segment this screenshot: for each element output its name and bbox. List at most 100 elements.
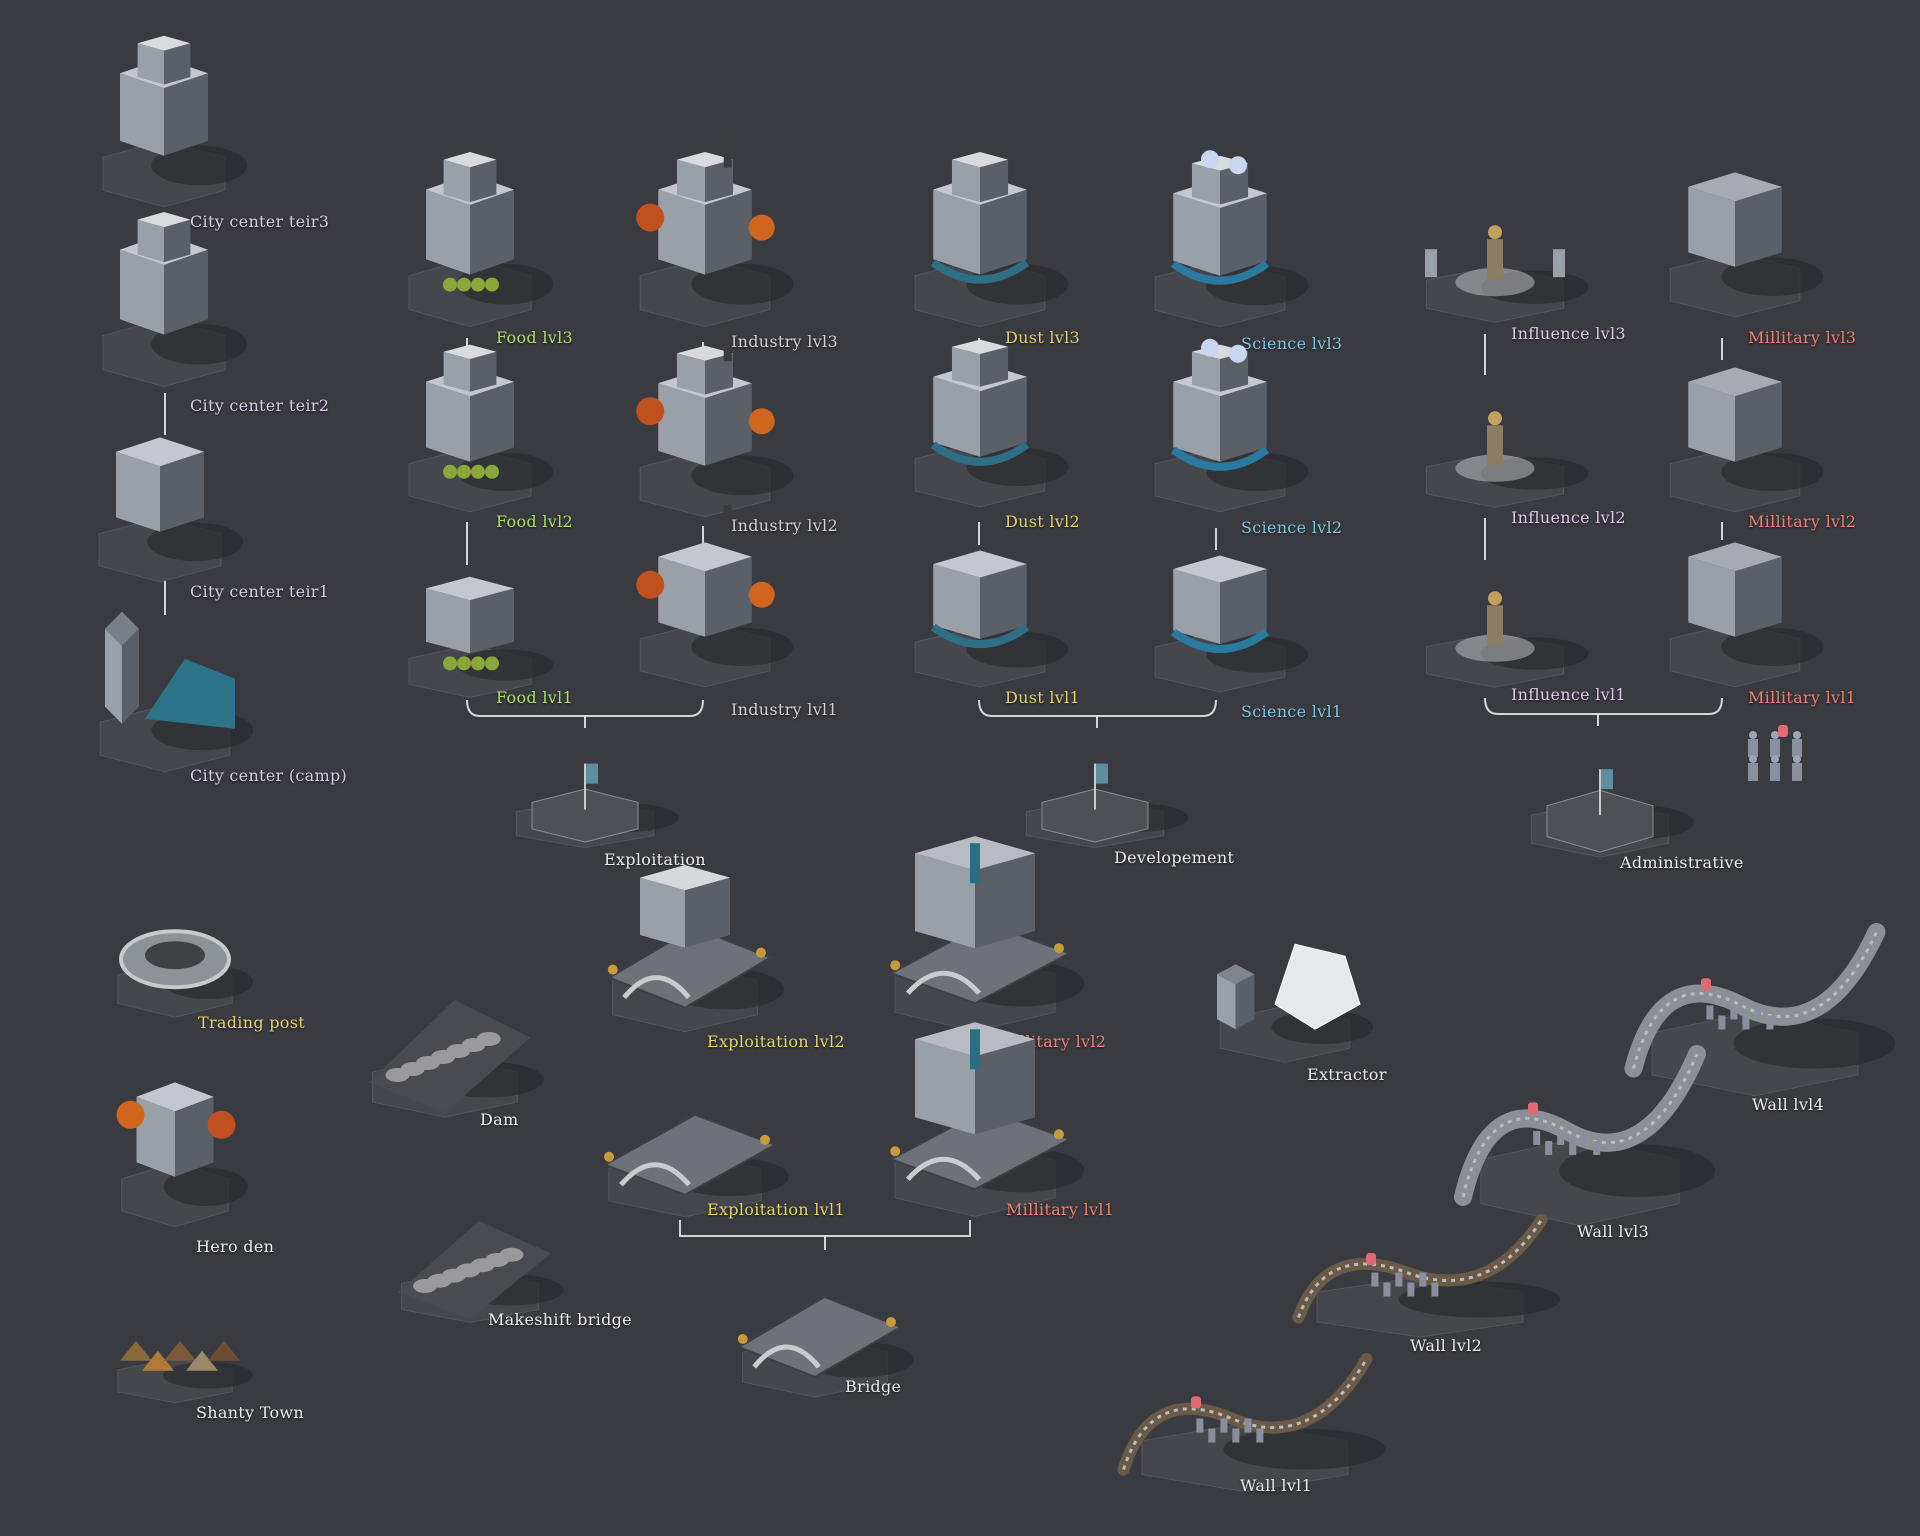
- dust-refinery-icon: [914, 339, 1069, 508]
- statue-icon: [1425, 411, 1589, 508]
- building-science-lvl2[interactable]: [1135, 338, 1309, 515]
- building-wall-lvl2[interactable]: [1285, 1190, 1561, 1340]
- building-bridge[interactable]: [720, 1250, 914, 1400]
- building-label: Dust lvl1: [1005, 688, 1081, 707]
- building-label: Food lvl1: [496, 688, 573, 707]
- building-exploitation[interactable]: [495, 730, 679, 850]
- building-label: City center (camp): [190, 766, 348, 785]
- farm-tower-icon: [408, 151, 554, 328]
- building-influence-lvl3[interactable]: [1405, 185, 1589, 325]
- building-label: Trading post: [198, 1013, 305, 1032]
- upgrade-bracket: [1484, 697, 1723, 715]
- building-label: Millitary lvl3: [1748, 328, 1857, 347]
- stone-wall-icon: [1624, 923, 1896, 1097]
- building-label: Millitary lvl2: [1748, 512, 1857, 531]
- building-label: Millitary lvl1: [1748, 688, 1857, 707]
- building-label: Developement: [1114, 848, 1235, 867]
- building-label: Industry lvl1: [731, 700, 838, 719]
- building-extractor[interactable]: [1200, 925, 1374, 1065]
- building-shanty-town[interactable]: [100, 1295, 253, 1405]
- soldiers-icon: [1748, 725, 1802, 781]
- stone-bridge-icon: [602, 1113, 789, 1218]
- building-city-center-tier2[interactable]: [84, 211, 248, 390]
- building-administrative[interactable]: [1510, 720, 1694, 860]
- building-dust-lvl1[interactable]: [895, 540, 1069, 690]
- building-label: Industry lvl3: [731, 332, 838, 351]
- building-exploitation-lvl2[interactable]: [590, 865, 784, 1035]
- upgrade-bracket: [679, 1220, 971, 1237]
- factory-icon: [636, 331, 794, 518]
- building-influence-lvl1[interactable]: [1405, 555, 1589, 690]
- plaza-statue-icon: [1425, 225, 1589, 323]
- palisade-icon: [1292, 1214, 1561, 1338]
- building-city-center-tier1[interactable]: [80, 425, 244, 585]
- building-wall-lvl1[interactable]: [1110, 1325, 1386, 1495]
- building-label: Shanty Town: [196, 1403, 305, 1422]
- building-label: Science lvl1: [1241, 702, 1343, 721]
- shacks-icon: [117, 1340, 253, 1404]
- building-label: Exploitation lvl1: [707, 1200, 845, 1219]
- building-developement[interactable]: [1005, 730, 1189, 850]
- factory-icon: [636, 137, 794, 328]
- soldier-squad[interactable]: [1740, 725, 1820, 795]
- observatory-icon: [1154, 338, 1309, 513]
- building-label: City center teir3: [190, 212, 330, 231]
- banner-site-icon: [1025, 763, 1189, 849]
- building-military-bridge-lvl1[interactable]: [870, 1022, 1085, 1220]
- building-city-center-tier3[interactable]: [84, 35, 248, 210]
- building-label: City center teir1: [190, 582, 330, 601]
- building-industry-lvl3[interactable]: [620, 137, 794, 330]
- building-food-lvl2[interactable]: [390, 344, 554, 515]
- building-makeshift-bridge[interactable]: [380, 1195, 564, 1325]
- building-label: Wall lvl3: [1577, 1222, 1650, 1241]
- building-food-lvl1[interactable]: [390, 570, 554, 700]
- tent-icon: [99, 611, 254, 773]
- building-label: Food lvl3: [496, 328, 573, 347]
- building-wall-lvl4[interactable]: [1620, 890, 1896, 1100]
- palisade-icon: [1117, 1353, 1386, 1493]
- dig-site-icon: [515, 763, 679, 849]
- building-dust-lvl2[interactable]: [895, 339, 1069, 510]
- building-science-lvl1[interactable]: [1135, 545, 1309, 695]
- building-industry-lvl1[interactable]: [620, 504, 794, 690]
- building-science-lvl3[interactable]: [1135, 150, 1309, 330]
- building-label: Dust lvl2: [1005, 512, 1081, 531]
- stone-bridge-icon: [736, 1295, 914, 1398]
- building-city-center-camp[interactable]: [80, 610, 254, 775]
- observatory-icon: [1154, 150, 1309, 328]
- building-label: Dust lvl3: [1005, 328, 1081, 347]
- building-label: Influence lvl3: [1511, 324, 1626, 343]
- building-dust-lvl3[interactable]: [895, 151, 1069, 330]
- building-military-lvl2[interactable]: [1650, 355, 1824, 515]
- building-food-lvl3[interactable]: [390, 151, 554, 330]
- dust-refinery-icon: [914, 151, 1069, 328]
- lab-icon: [1154, 555, 1309, 693]
- building-military-lvl3[interactable]: [1650, 160, 1824, 320]
- building-wall-lvl3[interactable]: [1450, 1010, 1716, 1230]
- building-dam[interactable]: [350, 970, 544, 1120]
- building-exploitation-lvl1[interactable]: [585, 1060, 789, 1220]
- building-label: Wall lvl2: [1410, 1336, 1483, 1355]
- gatehouse-icon: [888, 836, 1085, 1032]
- fortress-icon: [1669, 172, 1824, 318]
- building-label: Exploitation lvl2: [707, 1032, 845, 1051]
- farm-hut-icon: [408, 576, 554, 698]
- building-influence-lvl2[interactable]: [1405, 375, 1589, 510]
- house-icon: [98, 437, 244, 583]
- building-label: Science lvl3: [1241, 334, 1343, 353]
- rubble-bridge-icon: [398, 1221, 564, 1323]
- building-label: Dam: [480, 1110, 519, 1129]
- fortress-icon: [1669, 542, 1824, 688]
- building-label: Science lvl2: [1241, 518, 1343, 537]
- building-military-bridge-lvl2[interactable]: [870, 836, 1085, 1035]
- building-label: Hero den: [196, 1237, 275, 1256]
- building-military-lvl1[interactable]: [1650, 530, 1824, 690]
- building-hero-den[interactable]: [105, 1070, 248, 1230]
- building-trading-post[interactable]: [100, 880, 253, 1020]
- building-label: Influence lvl1: [1511, 685, 1626, 704]
- building-industry-lvl2[interactable]: [620, 331, 794, 520]
- gatehouse-icon: [888, 1022, 1085, 1217]
- statue-icon: [1425, 591, 1589, 688]
